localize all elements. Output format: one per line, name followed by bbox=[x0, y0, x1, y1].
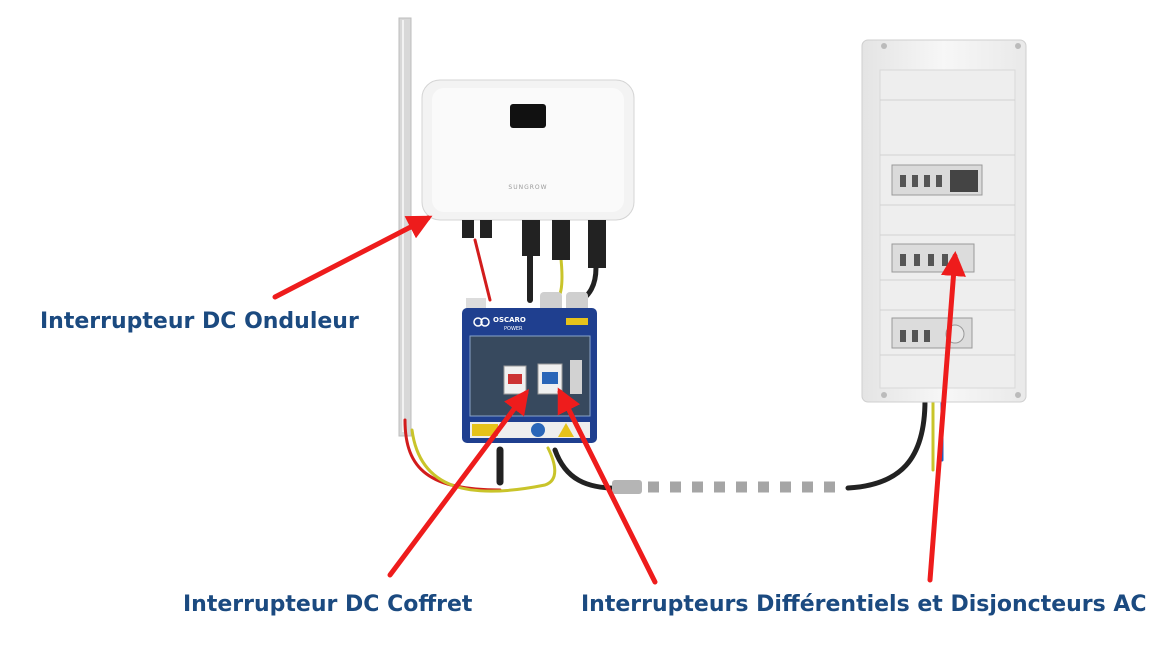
inverter-display bbox=[510, 104, 546, 128]
cables bbox=[403, 237, 944, 493]
breaker-row-1[interactable] bbox=[891, 164, 983, 196]
label-interrupteur-dc-coffret: Interrupteur DC Coffret bbox=[183, 592, 473, 617]
arrow-to-coffret-ac bbox=[557, 387, 658, 585]
inverter: SUNGROW bbox=[421, 79, 635, 268]
breaker-row-3[interactable] bbox=[891, 317, 973, 349]
combiner-brand-line2: POWER bbox=[504, 326, 523, 332]
inverter-brand: SUNGROW bbox=[508, 184, 547, 191]
electrical-panel bbox=[861, 39, 1027, 403]
arrows bbox=[272, 215, 966, 585]
label-interrupteur-dc-onduleur: Interrupteur DC Onduleur bbox=[40, 309, 359, 334]
combiner-brand-line1: OSCARO bbox=[493, 316, 526, 324]
arrow-to-panel-ac bbox=[927, 251, 966, 583]
arrow-to-coffret-dc bbox=[387, 388, 529, 578]
arrow-to-inverter-dc bbox=[272, 215, 433, 300]
breaker-row-2[interactable] bbox=[891, 243, 975, 273]
cable-connection-dashed bbox=[612, 480, 845, 494]
combiner-logo: OSCARO POWER bbox=[473, 316, 526, 332]
label-interrupteurs-ac: Interrupteurs Différentiels et Disjoncte… bbox=[581, 592, 1147, 617]
